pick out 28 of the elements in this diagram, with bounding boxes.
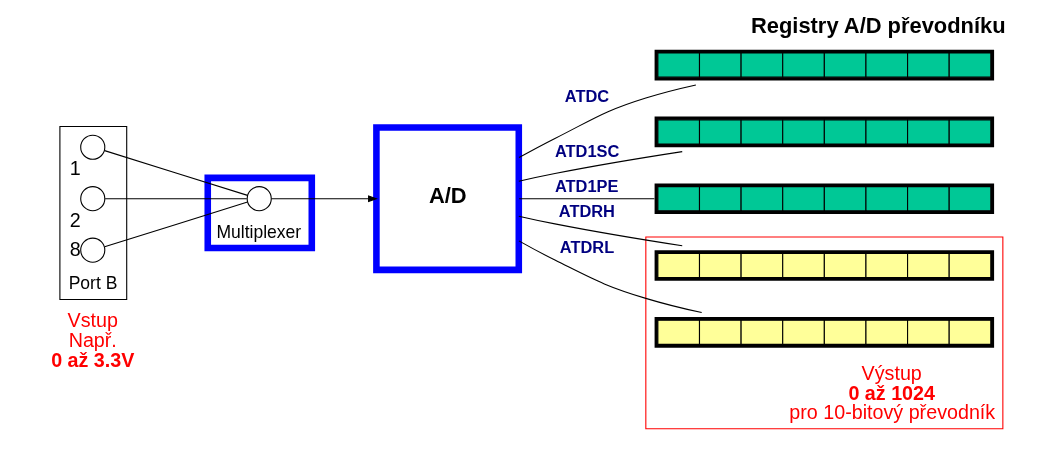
node-label: pro 10-bitový převodník — [788, 401, 995, 424]
node-circle — [79, 134, 105, 160]
node-label: 8 — [69, 238, 81, 261]
label: Vstup — [67, 309, 118, 332]
connector — [517, 151, 683, 182]
connector — [518, 198, 655, 200]
connector — [104, 198, 247, 200]
edge-label: ATD1PE — [554, 177, 618, 196]
connector — [518, 84, 696, 159]
connector — [103, 201, 248, 248]
edge-label: ATDRH — [558, 202, 615, 221]
diagram-title: Registry A/D převodníku — [750, 13, 1006, 39]
cluster: Multiplexer — [203, 174, 315, 252]
node-circle — [79, 186, 105, 212]
edge-label: ATDC — [564, 87, 609, 106]
arrow — [270, 195, 378, 203]
node-label: 2 — [69, 208, 81, 231]
node-box: A/D — [372, 124, 522, 274]
node-label: 1 — [69, 157, 81, 180]
edge-label: ATD1SC — [554, 142, 619, 161]
connector — [517, 240, 702, 314]
node-label: Výstup — [861, 361, 922, 384]
connector — [517, 215, 683, 247]
node-circle — [79, 237, 105, 263]
connector — [103, 150, 248, 196]
edge-label: ATDRL — [559, 238, 614, 257]
cluster — [644, 236, 1003, 430]
node-circle — [246, 186, 272, 212]
